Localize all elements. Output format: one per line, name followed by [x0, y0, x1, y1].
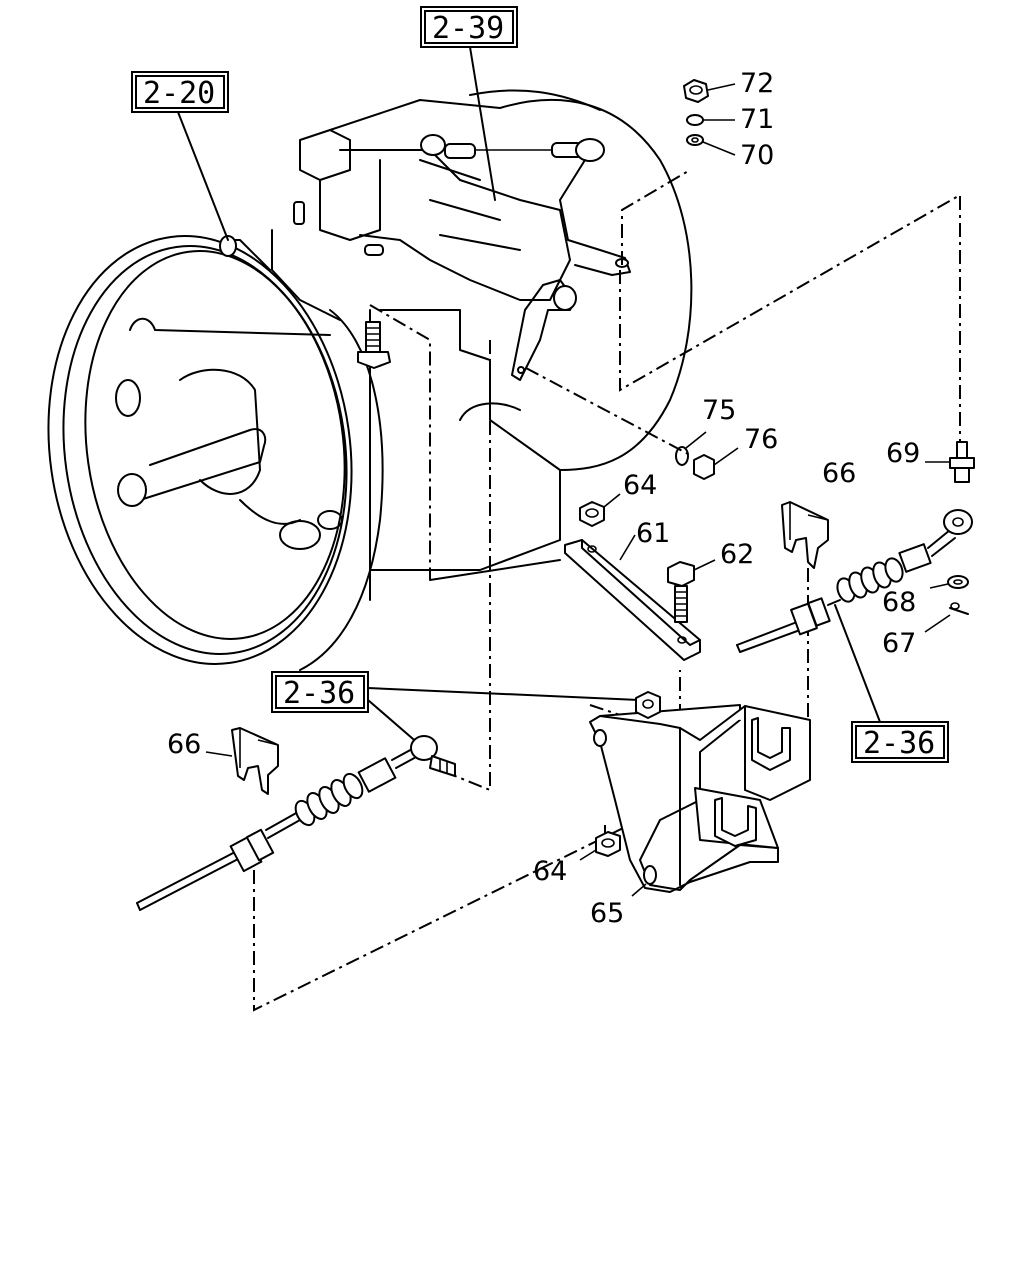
callout-numbers: 72 71 70 75 76 69 64 66 61 62 68 67 66 6…: [167, 68, 920, 929]
callout-72[interactable]: 72: [740, 68, 774, 99]
cable-end-nut: [635, 691, 661, 719]
washer-68: [929, 575, 969, 589]
reference-label: 2-36: [863, 726, 935, 761]
reference-box-2-39[interactable]: 2-39: [420, 6, 518, 201]
callout-75[interactable]: 75: [702, 395, 736, 426]
callout-66-left[interactable]: 66: [167, 729, 201, 760]
callout-67[interactable]: 67: [882, 628, 916, 659]
nut-72: [683, 79, 736, 103]
washer-70: [686, 134, 736, 156]
clip-71: [686, 114, 735, 126]
reference-label: 2-20: [143, 76, 215, 111]
clip-66-right: [781, 501, 829, 569]
callout-62[interactable]: 62: [720, 539, 754, 570]
left-cable: [136, 735, 456, 911]
reference-box-2-36-left[interactable]: 2-36: [271, 671, 641, 746]
bracket-61: [564, 534, 701, 661]
reference-box-2-20[interactable]: 2-20: [131, 71, 229, 241]
cotter-pin-67: [924, 602, 969, 633]
callout-68[interactable]: 68: [882, 587, 916, 618]
callout-61[interactable]: 61: [636, 518, 670, 549]
reference-label: 2-39: [432, 11, 504, 46]
callout-76[interactable]: 76: [744, 424, 778, 455]
callout-65[interactable]: 65: [590, 898, 624, 929]
nut-64-lower: [579, 831, 621, 861]
reference-box-2-36-right[interactable]: 2-36: [834, 604, 949, 763]
callout-64-upper[interactable]: 64: [623, 470, 657, 501]
callout-71[interactable]: 71: [740, 104, 774, 135]
bolt-62: [667, 559, 716, 623]
housing-bolt: [357, 321, 391, 369]
callout-70[interactable]: 70: [740, 140, 774, 171]
reference-label: 2-36: [283, 676, 355, 711]
leader-lines: [253, 169, 809, 1012]
right-cable: [736, 509, 973, 653]
shift-tower: [293, 129, 631, 381]
callout-66-right[interactable]: 66: [822, 458, 856, 489]
pin-69: [925, 441, 975, 483]
nut-64-upper: [579, 493, 621, 527]
nut-76: [693, 447, 739, 480]
bracket-65: [589, 704, 811, 897]
callout-69[interactable]: 69: [886, 438, 920, 469]
washer-75: [675, 431, 707, 466]
clip-66-left: [205, 727, 279, 795]
clutch-housing: [47, 235, 384, 671]
callout-64-lower[interactable]: 64: [533, 856, 567, 887]
